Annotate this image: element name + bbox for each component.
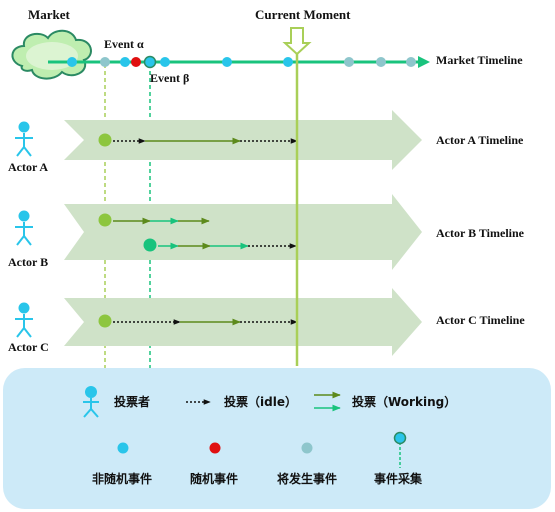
market-cloud-icon	[11, 29, 92, 80]
random-event-dot	[131, 57, 141, 67]
non-random-event-dot	[160, 57, 170, 67]
non-random-event-dot	[67, 57, 77, 67]
actor-a-timeline-label: Actor A Timeline	[436, 133, 524, 147]
legend-event-sampling-label: 事件采集	[374, 471, 423, 486]
legend-non-random-event-label: 非随机事件	[92, 471, 152, 486]
legend-vote-working-label: 投票（Working）	[352, 394, 456, 409]
market-timeline-label: Market Timeline	[436, 53, 523, 67]
market-timeline-arrowhead	[418, 56, 430, 68]
actor-c-vote-dot	[98, 314, 112, 328]
legend-event-sampling-icon	[393, 431, 407, 468]
legend-future-event-icon	[301, 442, 313, 454]
actor-c-person-icon	[15, 302, 33, 338]
actor-b-label: Actor B	[8, 255, 48, 269]
future-event-dot	[406, 57, 416, 67]
non-random-event-dot	[283, 57, 293, 67]
market-events	[67, 55, 416, 69]
actor-c-timeline-label: Actor C Timeline	[436, 313, 525, 327]
actor-b-timeline-label: Actor B Timeline	[436, 226, 525, 240]
legend-future-event-label: 将发生事件	[277, 471, 337, 486]
legend-vote-idle-label: 投票（idle）	[224, 394, 297, 409]
non-random-event-dot	[222, 57, 232, 67]
event-beta-sample-dot	[143, 55, 157, 69]
market-label: Market	[28, 7, 71, 22]
legend-non-random-event-icon	[117, 442, 129, 454]
actor-b-person-icon	[15, 210, 33, 246]
legend-random-event-icon	[209, 442, 221, 454]
current-moment-down-arrow-icon	[282, 27, 312, 56]
legend-voter-label: 投票者	[114, 394, 150, 409]
actor-b-vote-dot-2	[143, 238, 157, 252]
actor-b-vote-dot-1	[98, 213, 112, 227]
actor-c-label: Actor C	[8, 340, 49, 354]
legend-random-event-label: 随机事件	[190, 471, 238, 486]
legend-voter-person-icon	[83, 386, 99, 418]
event-beta-label: Event β	[150, 71, 189, 85]
legend-panel	[3, 368, 551, 509]
future-event-dot	[344, 57, 354, 67]
event-alpha-sample-dot	[100, 57, 110, 67]
actor-b-timeline-band	[64, 194, 422, 270]
actor-c-timeline-band	[64, 288, 422, 356]
actor-a-label: Actor A	[8, 160, 48, 174]
actor-a-person-icon	[15, 121, 33, 157]
non-random-event-dot	[120, 57, 130, 67]
future-event-dot	[376, 57, 386, 67]
actor-a-vote-dot	[98, 133, 112, 147]
current-moment-label: Current Moment	[255, 7, 351, 22]
actor-a-timeline-band	[64, 110, 422, 170]
event-alpha-label: Event α	[104, 37, 144, 51]
